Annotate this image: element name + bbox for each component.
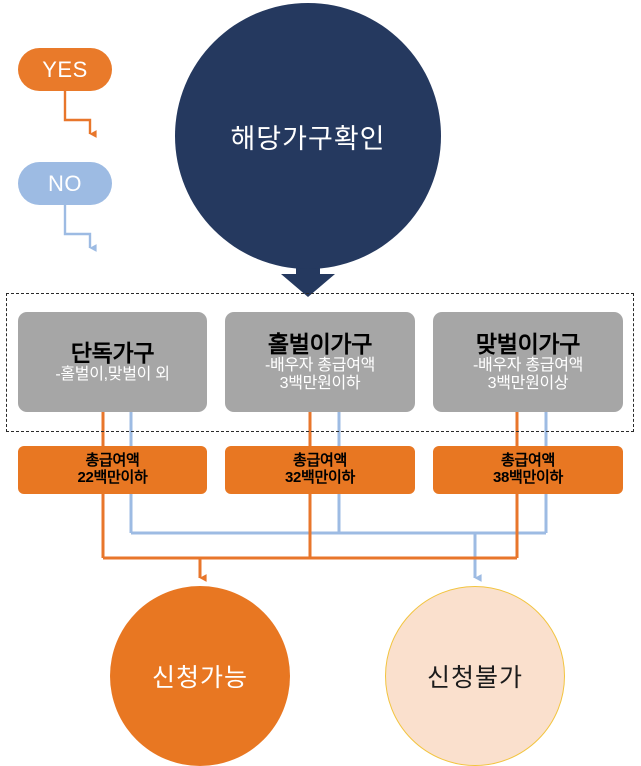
household-subtitle-line1: -홀벌이,맞벌이 외 [55,366,170,384]
result-ineligible-circle: 신청불가 [385,586,565,766]
household-title: 홀벌이가구 [267,331,373,358]
salary-box-22: 총급여액 22백만이하 [18,446,207,494]
result-eligible-label: 신청가능 [151,664,248,692]
start-node-label: 해당가구확인 [230,123,386,154]
salary-box-32: 총급여액 32백만이하 [225,446,415,494]
legend-yes-arrow [63,91,97,138]
salary-label: 총급여액 [292,452,347,470]
result-eligible-circle: 신청가능 [110,586,290,766]
household-group-outline [6,293,634,432]
legend-no-pill: NO [18,162,112,205]
household-subtitle-line1: -배우자 총급여액 [264,356,376,374]
start-node-circle: 해당가구확인 [175,3,441,269]
legend-yes-pill: YES [18,48,112,91]
legend-yes-label: YES [42,56,88,82]
legend-no-arrow [63,205,97,252]
legend-no-label: NO [48,170,82,196]
salary-label: 총급여액 [500,452,555,470]
salary-label: 총급여액 [85,452,140,470]
household-box-single: 단독가구 -홀벌이,맞벌이 외 [18,312,207,412]
household-box-single-earner: 홀벌이가구 -배우자 총급여액 3백만원이하 [225,312,415,412]
salary-box-38: 총급여액 38백만이하 [433,446,623,494]
household-title: 맞벌이가구 [475,331,581,358]
household-box-dual-earner: 맞벌이가구 -배우자 총급여액 3백만원이상 [433,312,623,412]
household-subtitle-line2: 3백만원이하 [279,375,361,393]
result-ineligible-label: 신청불가 [426,664,523,692]
start-to-group-arrow [281,262,335,297]
household-subtitle-line1: -배우자 총급여액 [472,356,584,374]
household-title: 단독가구 [70,340,155,367]
salary-amount: 38백만이하 [492,469,564,486]
salary-amount: 32백만이하 [284,469,356,486]
household-subtitle-line2: 3백만원이상 [487,375,569,393]
salary-amount: 22백만이하 [77,469,148,486]
